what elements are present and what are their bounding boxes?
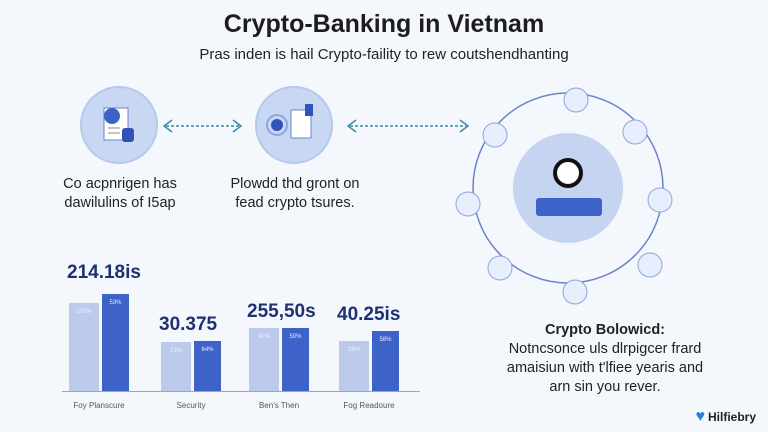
heart-logo-icon: ♥ [695, 408, 705, 425]
bar-label: 100% [76, 309, 92, 315]
category-label: Foy Planscure [73, 401, 125, 410]
callout-line: Notncsonce uls dlrpigcer frard [508, 341, 702, 357]
bar-label: 58% [379, 337, 392, 343]
caption-line: dawilulins of I5ap [64, 195, 176, 211]
callout-title: Crypto Bolowicd: [544, 322, 666, 338]
bar-label: 53% [109, 300, 122, 306]
headline-value: 255,50s [247, 301, 316, 322]
bar-light: 18% [339, 341, 369, 391]
bar-label: 13% [169, 348, 182, 354]
bar-dark: 53% [102, 294, 129, 391]
bar-label: 64% [201, 347, 214, 353]
bar-dark: 50% [282, 328, 309, 391]
category-label: Fog Readoure [343, 401, 395, 410]
page-title: Crypto-Banking in Vietnam [223, 10, 545, 38]
bar-light: 100% [69, 303, 99, 391]
category-label: Security [176, 401, 206, 410]
category-label: Ben's Then [258, 401, 300, 410]
headline-value: 40.25is [337, 304, 401, 325]
caption-line: Co acpnrigen has [63, 176, 177, 192]
headline-value: 214.18is [67, 262, 141, 283]
coin-icon [553, 158, 583, 188]
caption-line: fead crypto tsures. [235, 195, 355, 211]
bar-label: 50% [289, 334, 302, 340]
step-2-circle [255, 86, 333, 164]
document-coin-icon [266, 104, 313, 139]
brand-name: Hilfiebry [707, 410, 756, 424]
connector-arrows [162, 119, 470, 133]
bank-icon [536, 198, 602, 216]
bar-dark: 64% [194, 341, 221, 391]
brand-logo: ♥ Hilfiebry [695, 408, 756, 426]
step-1-caption: Co acpnrigen has dawilulins of I5ap [30, 175, 210, 213]
page-subtitle: Pras inden is hail Crypto-faility to rew… [199, 46, 569, 63]
bar-label: 18% [347, 347, 360, 353]
bar-dark: 58% [372, 331, 399, 391]
headline-value: 30.375 [159, 314, 218, 335]
callout-line: amaisiun with t'lfiee yearis and [506, 360, 704, 376]
network-diagram [455, 87, 673, 305]
document-shield-icon [103, 107, 134, 142]
caption-line: Plowdd thd gront on [230, 176, 360, 192]
bar-light: 42% [249, 328, 279, 391]
x-axis [62, 391, 420, 392]
step-2-caption: Plowdd thd gront on fead crypto tsures. [205, 175, 385, 213]
bar-label: 42% [257, 334, 270, 340]
bar-light: 13% [161, 342, 191, 391]
step-1-circle [80, 86, 158, 164]
node-icons [455, 87, 673, 305]
callout-body: Notncsonce uls dlrpigcer frard amaisiun … [440, 340, 768, 397]
callout-line: arn sin you rever. [549, 379, 661, 395]
